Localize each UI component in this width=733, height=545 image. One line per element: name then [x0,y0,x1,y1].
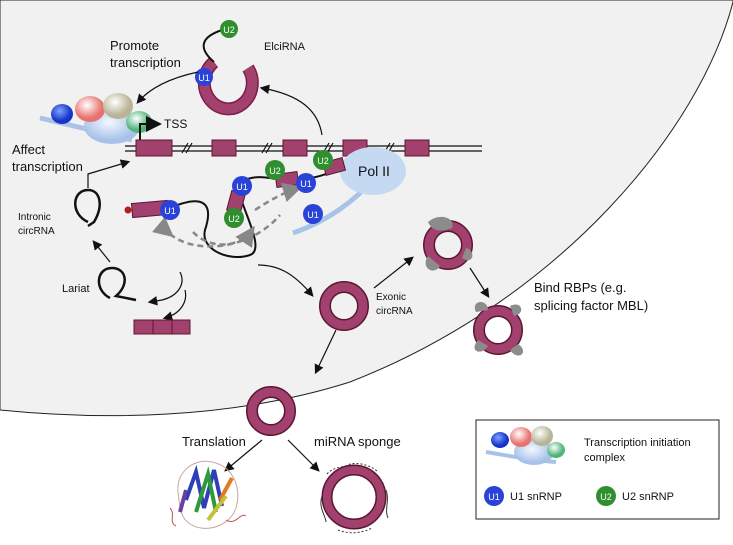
legend-u1-icon [484,486,504,506]
lariat-to-intronic-arrow [92,240,111,263]
legend: Transcription initiation complex U1 U1 s… [475,419,720,520]
protein-structure-icon [169,460,247,529]
u1-label: U1 [198,73,210,83]
legend-u2-icon [596,486,616,506]
elcirna-label: ElciRNA [264,41,306,53]
cytoplasmic-circrna [246,386,296,436]
u1-snrnp-icon [160,200,180,220]
elcirna-arrow [259,84,323,136]
translation-arrow [224,439,263,472]
mirna-sponge-circrna [320,463,389,534]
svg-text:U1: U1 [488,492,500,502]
u2-snrnp-icon [224,208,244,228]
bind-rbps-label-2: splicing factor MBL) [534,298,648,313]
promote-label-2: transcription [110,55,181,70]
svg-text:U1: U1 [236,182,248,192]
u2-snrnp-icon [265,160,285,180]
sponge-arrow [287,439,320,472]
legend-tic-label-2: complex [584,452,625,464]
promote-label-1: Promote [110,38,159,53]
u1-snrnp-icon [296,173,316,193]
lariat [97,266,137,302]
intronic-label-2: circRNA [18,226,55,237]
lariat-label: Lariat [62,283,90,295]
affect-label-2: transcription [12,159,83,174]
legend-u2-label: U2 snRNP [622,491,674,503]
rbp-down-arrow [469,267,490,299]
tss-label: TSS [164,117,187,131]
snrnp-markers: U1 U1 U2 U2 U2 U1 U1 [160,150,333,228]
svg-text:U1: U1 [164,206,176,216]
spliced-exons [133,319,191,335]
pol-ii-label: Pol II [358,163,390,179]
to-exons-arrow [162,289,187,321]
nucleus [0,0,733,417]
svg-text:U2: U2 [600,492,612,502]
u1-snrnp-icon [195,68,213,86]
mirna-sponge-label: miRNA sponge [314,434,401,449]
u1-snrnp-icon [303,204,323,224]
exonic-label-2: circRNA [376,306,413,317]
pol-ii [340,147,406,195]
to-rbp-arrow [373,256,414,289]
tss-arrow [139,116,162,140]
svg-text:U1: U1 [300,179,312,189]
affect-label-1: Affect [12,142,45,157]
intronic-label-1: Intronic [18,212,51,223]
svg-text:U1: U1 [307,210,319,220]
exonic-label-1: Exonic [376,292,406,303]
transcription-complex [39,93,152,144]
svg-text:U2: U2 [228,214,240,224]
exonic-circrna [319,281,369,331]
u2-snrnp-icon [220,20,238,38]
u2-label: U2 [223,25,235,35]
affect-arrow [87,159,131,188]
svg-text:U2: U2 [317,156,329,166]
translation-label: Translation [182,434,246,449]
svg-text:U2: U2 [269,166,281,176]
u1-snrnp-icon [232,176,252,196]
elcirna: U2 U1 [195,20,259,116]
rbp-bound-circrna-top [423,216,473,271]
dna-strand [125,139,482,157]
promote-arrow [136,71,199,104]
to-lariat-arrow [147,271,183,306]
bind-rbps-label-1: Bind RBPs (e.g. [534,280,627,295]
to-exonic-arrow [257,264,314,297]
legend-tic-label-1: Transcription initiation [584,437,691,449]
rbp-bound-circrna-bottom [473,301,524,356]
export-arrow [314,329,337,375]
u2-snrnp-icon [313,150,333,170]
intronic-circrna [74,188,101,228]
legend-u1-label: U1 snRNP [510,491,562,503]
